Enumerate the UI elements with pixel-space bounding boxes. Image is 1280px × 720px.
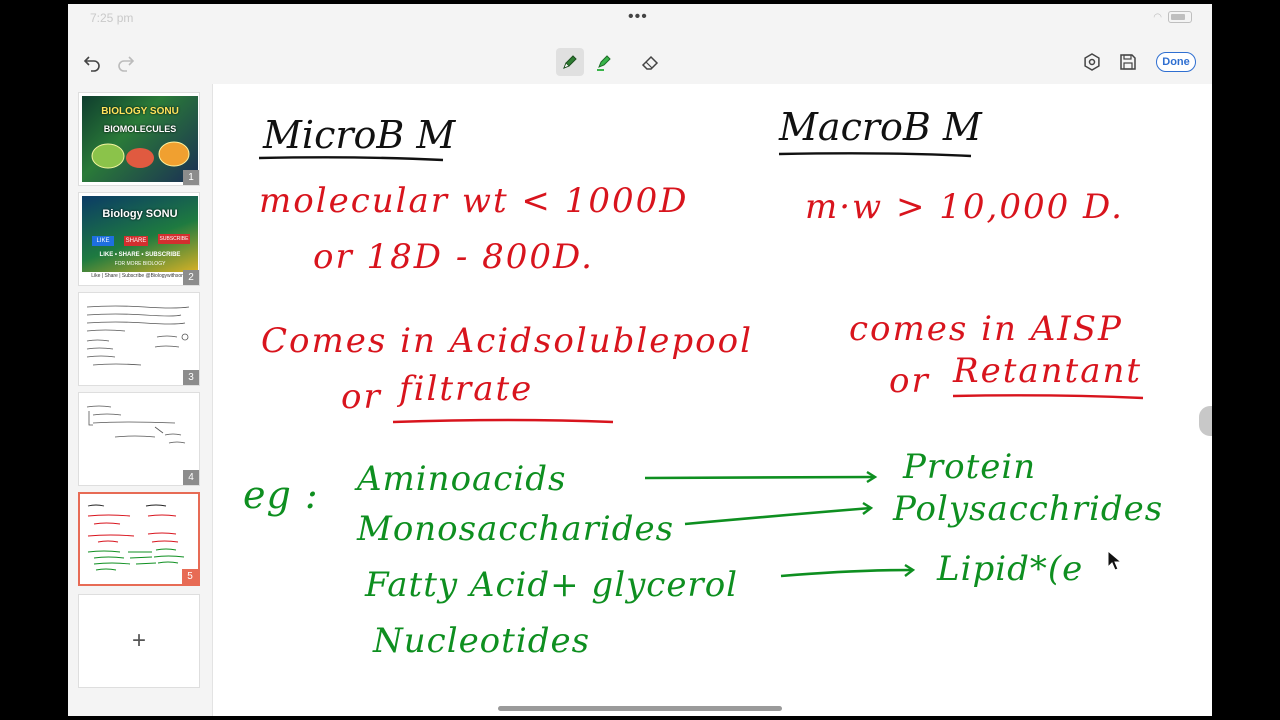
example-nucleotides: Nucleotides [373, 621, 591, 661]
thumb-title: BIOLOGY SONU [101, 106, 179, 117]
page-thumbnail-4[interactable]: 4 [78, 392, 200, 486]
page-number: 2 [183, 270, 199, 285]
subscribe-button-graphic: SUBSCRIBE [158, 234, 190, 244]
title-underlines [258, 152, 1144, 578]
highlighter-icon [597, 55, 611, 71]
status-bar: 7:25 pm ••• ◠ [68, 4, 1212, 32]
micro-title: MicroB M [263, 113, 456, 157]
settings-button[interactable] [1078, 48, 1106, 76]
app-screen: 7:25 pm ••• ◠ Done [68, 4, 1212, 716]
pointer-cursor-icon [1107, 550, 1123, 571]
undo-button[interactable] [78, 48, 106, 76]
status-time: 7:25 pm [90, 11, 134, 25]
page-thumbnail-3[interactable]: 3 [78, 292, 200, 386]
thumb-subtitle: BIOMOLECULES [103, 124, 177, 134]
page-thumbnail-5[interactable]: 5 [78, 492, 200, 586]
example-fatty-acid-glycerol: Fatty Acid+ glycerol [365, 565, 739, 605]
done-button[interactable]: Done [1156, 52, 1196, 72]
page-number: 3 [183, 370, 199, 385]
thumb-title: Biology SONU [102, 208, 178, 220]
note-canvas[interactable]: MicroB M MacroB M molecular wt < 1000D o… [212, 84, 1212, 716]
home-indicator[interactable] [498, 706, 782, 711]
thumb-sub: FOR MORE BIOLOGY [114, 261, 166, 267]
add-page-button[interactable]: + [78, 594, 200, 688]
thumbnail-preview: BIOLOGY SONU BIOMOLECULES [82, 96, 198, 182]
current-page-preview [87, 504, 185, 571]
micro-pool: Comes in Acidsolublepool [261, 321, 753, 361]
example-aminoacids: Aminoacids [357, 459, 567, 499]
page-thumbnail-2[interactable]: Biology SONU LIKE SHARE SUBSCRIBE LIKE •… [78, 192, 200, 286]
save-icon [1120, 54, 1136, 70]
micro-molecular-weight-range: or 18D - 800D. [313, 237, 594, 277]
wifi-icon: ◠ [1153, 11, 1162, 23]
eraser-tool-button[interactable] [636, 48, 664, 76]
thumb-banner: LIKE • SHARE • SUBSCRIBE [99, 252, 181, 258]
example-monosaccharides: Monosaccharides [357, 509, 675, 549]
like-button-graphic: LIKE [92, 236, 114, 246]
macro-molecular-weight: m·w > 10,000 D. [805, 187, 1124, 227]
handwritten-notes-preview [86, 405, 186, 444]
page-number: 5 [182, 569, 198, 584]
settings-icon [1084, 53, 1100, 71]
toolbar: Done [68, 40, 1212, 84]
macro-pool-or: or [889, 361, 930, 401]
thumbnail-preview: Biology SONU LIKE SHARE SUBSCRIBE LIKE •… [82, 196, 198, 272]
battery-icon [1168, 11, 1192, 23]
save-button[interactable] [1114, 48, 1142, 76]
share-button-graphic: SHARE [124, 236, 148, 246]
page-number: 1 [183, 170, 199, 185]
page-thumbnail-1[interactable]: BIOLOGY SONU BIOMOLECULES 1 [78, 92, 200, 186]
pen-tool-button[interactable] [556, 48, 584, 76]
macro-pool-retantant: Retantant [953, 351, 1143, 391]
highlighter-tool-button[interactable] [590, 48, 618, 76]
pen-icon [563, 55, 577, 69]
redo-icon [118, 56, 135, 72]
eraser-icon [641, 55, 659, 70]
handwritten-notes-preview [86, 305, 190, 366]
status-icons: ◠ [1153, 11, 1192, 23]
micro-pool-filtrate: filtrate [399, 369, 534, 409]
thumb-footer: Like | Share | Subscribe @Biologywithson… [91, 273, 187, 279]
micro-pool-or: or [341, 377, 382, 417]
example-label: eg : [243, 473, 319, 517]
macro-title: MacroB M [779, 105, 982, 149]
micro-molecular-weight: molecular wt < 1000D [259, 181, 689, 221]
cell-illustration-icon [91, 141, 190, 169]
example-lipid: Lipid*(e [937, 549, 1084, 589]
macro-pool: comes in AISP [849, 309, 1123, 349]
example-protein: Protein [903, 447, 1037, 487]
more-options-button[interactable]: ••• [628, 8, 648, 25]
example-polysaccharides: Polysacchrides [893, 489, 1164, 529]
scroll-handle[interactable] [1199, 406, 1212, 436]
page-number: 4 [183, 470, 199, 485]
undo-icon [83, 56, 100, 72]
redo-button[interactable] [112, 48, 140, 76]
